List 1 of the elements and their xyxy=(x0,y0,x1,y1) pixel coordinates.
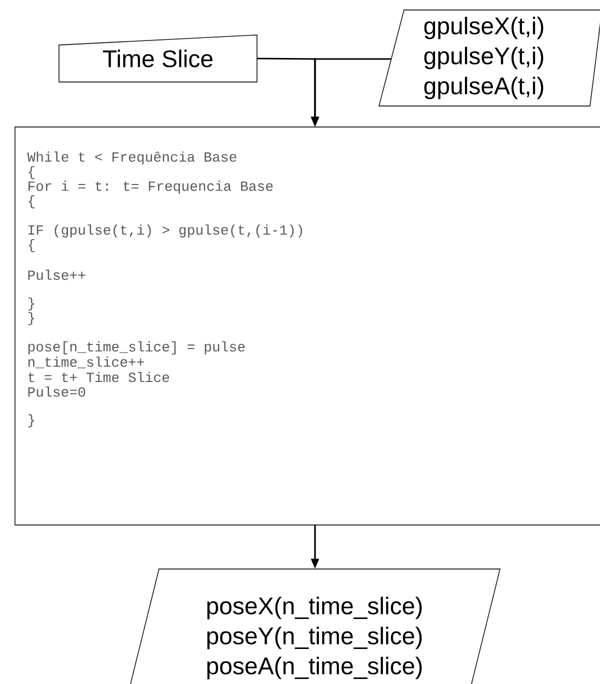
process-box: While t < Frequência Base { For i = t: t= Frequencia Base { IF (gpulse(t,i) > gpulse(t,(i-1)) { Pulse++ } } pose[n_time_slice] = pulse n_time_slice++ t = t+ Time Slice Pulse=0 } xyxy=(14,126,600,526)
